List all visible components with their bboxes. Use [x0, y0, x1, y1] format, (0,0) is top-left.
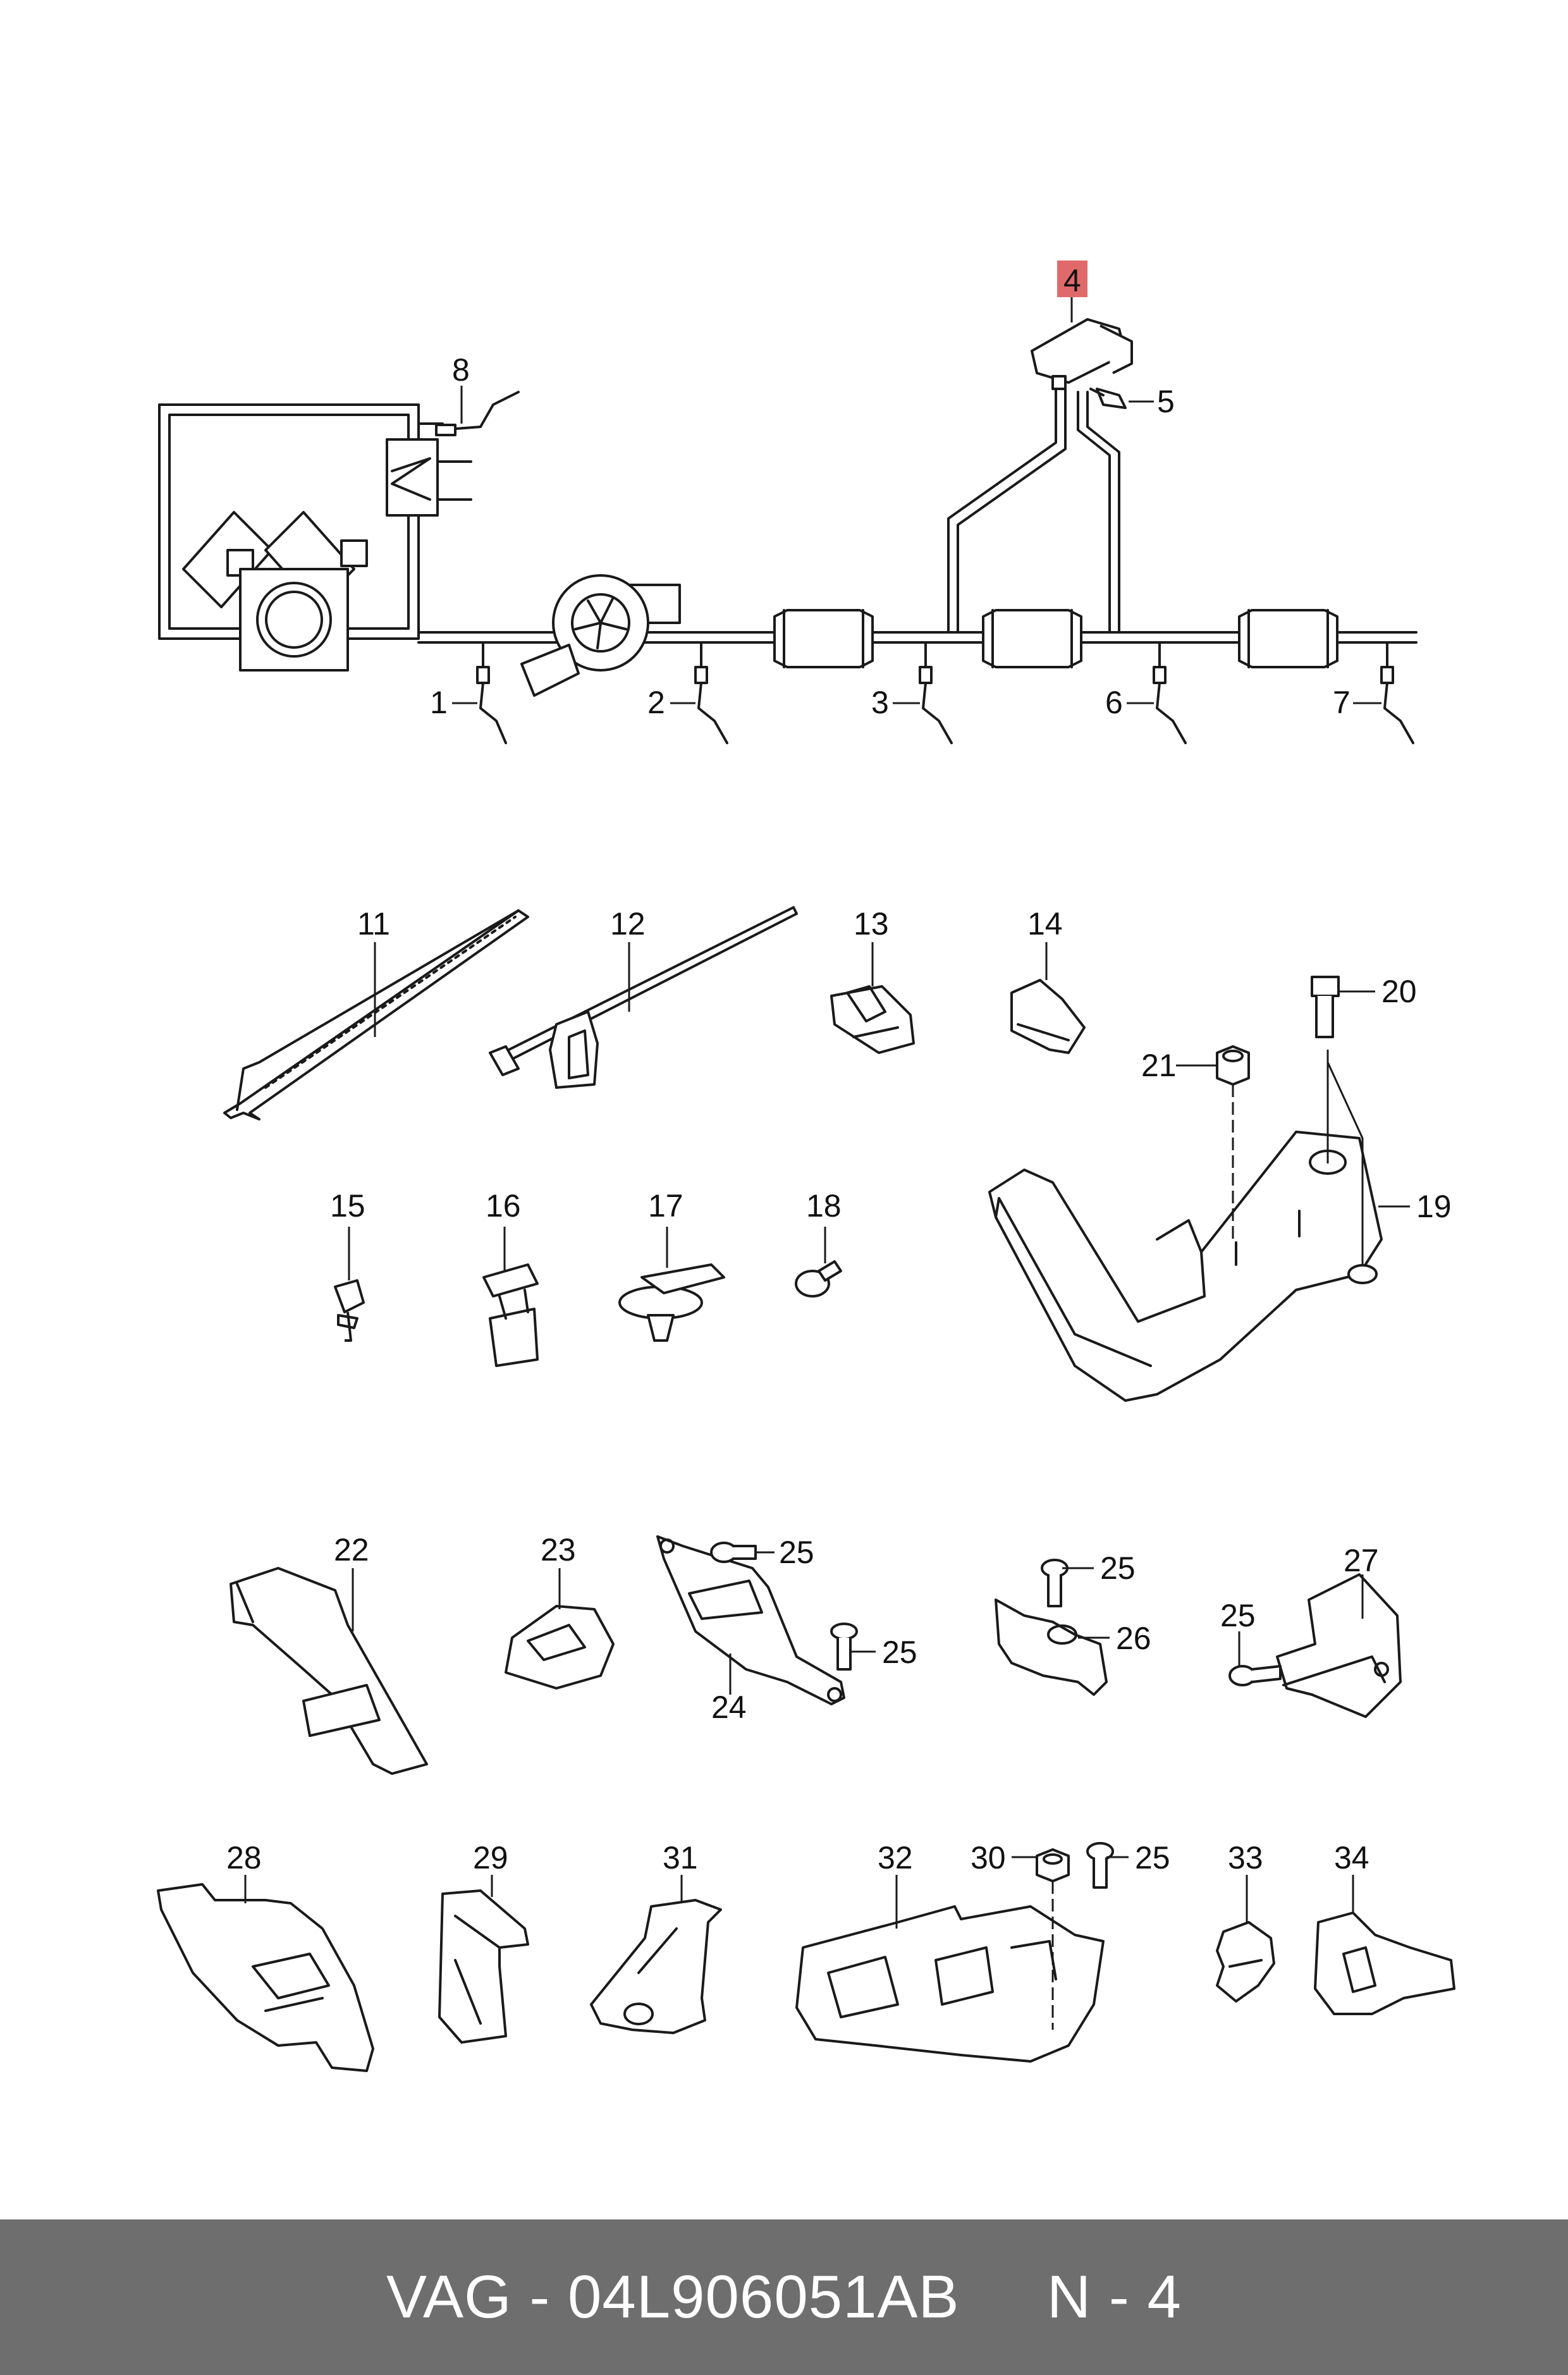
callout-2: 2	[647, 685, 665, 720]
bracket-31-icon	[590, 1899, 722, 2034]
pressure-line-rear-inner	[1086, 391, 1120, 634]
pressure-line-rear	[1077, 391, 1111, 634]
callout-3: 3	[871, 685, 889, 720]
callout-25c: 25	[1100, 1550, 1136, 1586]
bolt-25-icon	[710, 1542, 757, 1563]
callout-4: 4	[1063, 263, 1081, 298]
callout-1: 1	[430, 685, 448, 720]
callout-21: 21	[1141, 1048, 1177, 1083]
callout-18: 18	[806, 1188, 842, 1224]
pressure-sensor-icon	[1031, 318, 1133, 390]
clip-34-icon	[1314, 1912, 1455, 2015]
temp-sensor-8-icon	[435, 424, 456, 436]
callout-25d: 25	[1220, 1598, 1256, 1633]
temp-sensor-8-wire	[438, 391, 520, 431]
callout-labels: 1 2 3 4 5 6 7 8 11 12 13 14 15 16 17 18 …	[226, 263, 1452, 1875]
cable-tie-12-icon	[489, 906, 798, 1089]
clip-23-icon	[505, 1605, 615, 1690]
bolt-25-icon-d	[1228, 1665, 1282, 1686]
temp-sensor-6-icon	[1153, 666, 1187, 744]
callout-24: 24	[711, 1690, 747, 1725]
callout-22: 22	[334, 1532, 369, 1568]
clip-16-icon	[482, 1263, 539, 1367]
footer-bar: VAG - 04L906051AB N - 4	[0, 2219, 1568, 2375]
callout-12: 12	[610, 906, 646, 942]
clip-13-icon	[830, 985, 915, 1054]
clip-33-icon	[1216, 1921, 1275, 2003]
part-number-text: VAG - 04L906051AB N - 4	[386, 2263, 1182, 2331]
turbocharger-icon	[520, 574, 681, 697]
callout-28: 28	[226, 1840, 262, 1875]
callout-33: 33	[1228, 1840, 1263, 1875]
bolt-icon	[1089, 388, 1127, 409]
callout-34: 34	[1334, 1840, 1369, 1875]
callout-32: 32	[878, 1840, 913, 1875]
callout-13: 13	[854, 906, 889, 942]
nut-30-icon	[1036, 1848, 1070, 1882]
parts-diagram: 1 2 3 4 5 6 7 8 11 12 13 14 15 16 17 18 …	[157, 261, 1455, 2072]
bracket-28-icon	[157, 1883, 374, 2072]
callout-30: 30	[971, 1840, 1006, 1875]
bolt-25-icon-e	[1086, 1842, 1114, 1889]
bracket-27-icon	[1276, 1573, 1402, 1718]
temp-sensor-2-icon	[694, 666, 728, 744]
temp-sensor-7-icon	[1380, 666, 1414, 744]
temp-sensor-3-icon	[919, 666, 953, 744]
callout-31: 31	[663, 1840, 698, 1875]
callout-25a: 25	[779, 1535, 814, 1570]
callout-16: 16	[486, 1188, 521, 1224]
callout-14: 14	[1027, 906, 1063, 942]
callout-19: 19	[1416, 1189, 1452, 1224]
callout-17: 17	[648, 1188, 683, 1224]
callout-25e: 25	[1135, 1840, 1170, 1875]
callout-6: 6	[1105, 685, 1123, 720]
intercooler-icon	[386, 422, 472, 517]
clip-29-icon	[438, 1889, 529, 2044]
screw-18-icon	[795, 1260, 842, 1298]
callout-20: 20	[1381, 974, 1417, 1009]
callout-11: 11	[357, 906, 390, 942]
catalytic-converter-3	[1238, 609, 1338, 668]
temp-sensor-1-icon	[476, 666, 507, 744]
callout-26: 26	[1116, 1621, 1151, 1656]
bracket-26-icon	[995, 1599, 1108, 1696]
engine-icon	[182, 511, 368, 672]
callout-25b: 25	[882, 1635, 917, 1670]
catalytic-converter-2	[982, 609, 1082, 668]
bracket-19-icon	[988, 1131, 1383, 1402]
callout-27: 27	[1344, 1543, 1379, 1578]
bolt-25-icon-c	[1041, 1559, 1069, 1607]
catalytic-converter-1	[773, 609, 874, 668]
pressure-line-front-inner	[957, 388, 1067, 634]
bracket-24-icon	[656, 1535, 845, 1705]
callout-7: 7	[1333, 685, 1351, 720]
bracket-32-icon	[795, 1905, 1105, 2063]
screw-20-icon	[1311, 976, 1340, 1038]
callout-5: 5	[1157, 384, 1175, 419]
cable-tie-11-icon	[223, 909, 529, 1120]
clip-15-icon	[334, 1279, 365, 1342]
highlight-box	[1057, 261, 1087, 297]
pressure-line-front	[947, 388, 1057, 634]
clip-17-icon	[618, 1263, 725, 1342]
exhaust-schematic	[158, 261, 1418, 744]
callout-23: 23	[541, 1532, 576, 1568]
callout-29: 29	[473, 1840, 508, 1875]
callout-15: 15	[330, 1188, 365, 1224]
bracket-22-icon	[230, 1567, 428, 1775]
clip-14-icon	[1010, 979, 1086, 1054]
bolt-25-icon-b	[830, 1623, 858, 1671]
nut-21-icon	[1216, 1045, 1250, 1086]
callout-8: 8	[452, 352, 470, 388]
